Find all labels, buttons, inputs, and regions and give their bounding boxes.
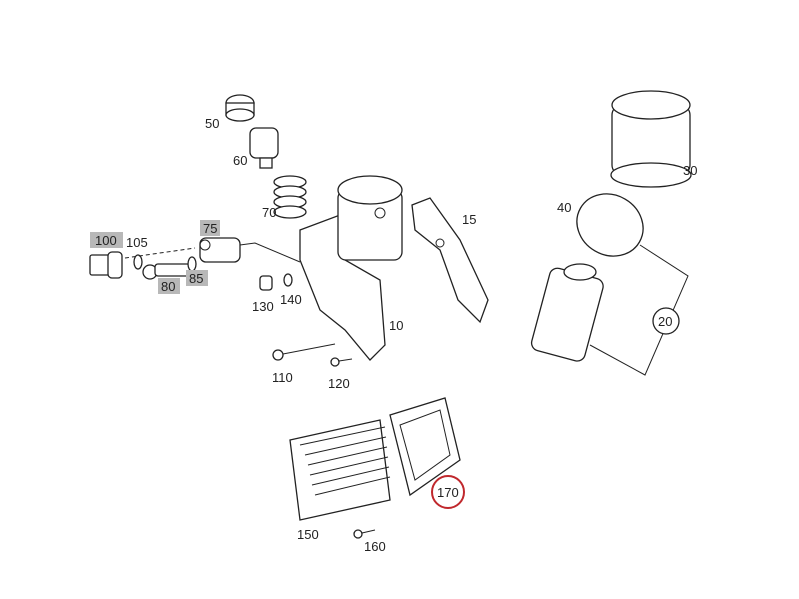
label-75: 75 xyxy=(203,221,217,236)
part-110-bolt[interactable] xyxy=(272,343,336,361)
label-50: 50 xyxy=(205,116,219,131)
part-140-seal[interactable] xyxy=(283,273,293,287)
label-105: 105 xyxy=(126,235,148,250)
part-30-filter-cap[interactable] xyxy=(610,90,692,188)
label-120: 120 xyxy=(328,376,350,391)
part-160-bolt[interactable] xyxy=(353,529,376,539)
part-100-sensor[interactable] xyxy=(89,251,123,279)
label-130: 130 xyxy=(252,299,274,314)
label-110: 110 xyxy=(272,370,293,385)
part-15-gasket[interactable] xyxy=(411,197,489,324)
part-105-seal[interactable] xyxy=(133,254,143,270)
label-150: 150 xyxy=(297,527,319,542)
label-box-85 xyxy=(186,270,208,286)
part-40-o-ring[interactable] xyxy=(566,182,655,268)
axis-line xyxy=(124,247,196,259)
part-20-filter-element[interactable] xyxy=(530,263,605,363)
label-80: 80 xyxy=(161,279,175,294)
part-150-oil-cooler[interactable] xyxy=(289,419,391,521)
highlight-circle-170 xyxy=(431,475,465,509)
label-box-100 xyxy=(90,232,123,248)
label-60: 60 xyxy=(233,153,247,168)
label-170: 170 xyxy=(437,485,459,500)
label-40: 40 xyxy=(557,200,571,215)
label-10: 10 xyxy=(389,318,403,333)
part-85-seal[interactable] xyxy=(187,256,197,272)
leader-75 xyxy=(239,242,301,263)
label-20: 20 xyxy=(658,314,672,329)
part-60-valve[interactable] xyxy=(249,127,279,169)
label-30: 30 xyxy=(683,163,697,178)
label-15: 15 xyxy=(462,212,476,227)
part-80-piston[interactable] xyxy=(142,263,191,280)
label-box-75 xyxy=(200,220,220,236)
label-140: 140 xyxy=(280,292,302,307)
part-130-plug[interactable] xyxy=(259,275,273,291)
part-70-spring[interactable] xyxy=(273,175,307,219)
callout-circle-20 xyxy=(652,307,680,335)
label-70: 70 xyxy=(262,205,276,220)
part-10-filter-housing[interactable] xyxy=(299,175,403,361)
label-85: 85 xyxy=(189,271,203,286)
part-170-gasket[interactable] xyxy=(389,397,461,497)
part-50-cap[interactable] xyxy=(225,94,255,122)
label-100: 100 xyxy=(95,233,117,248)
label-160: 160 xyxy=(364,539,386,554)
label-box-80 xyxy=(158,278,180,294)
part-75-valve-body[interactable] xyxy=(199,237,241,263)
part-120-bolt[interactable] xyxy=(330,357,353,367)
